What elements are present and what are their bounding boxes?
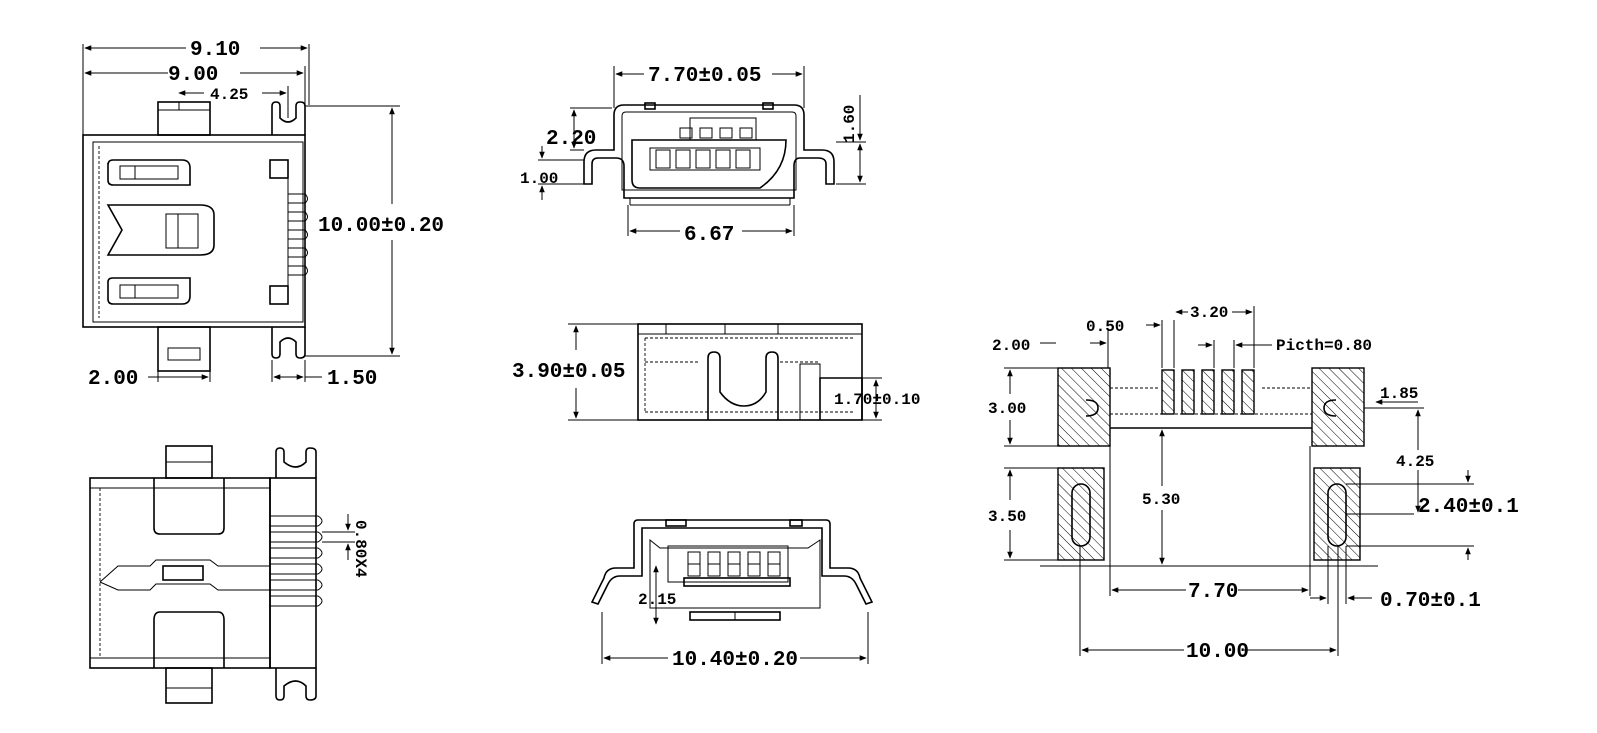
pcb-footprint: 2.00 0.50 3.20 Picth=0.80 3.00 1.85 4.25 <box>988 304 1519 664</box>
fp-dim-row-spacing: 5.30 <box>1142 491 1180 509</box>
dim-overall-outer: 9.10 <box>190 39 240 62</box>
mount-pad-top-right <box>1311 367 1365 447</box>
side-view: 3.90±0.05 1.70±0.10 <box>512 323 920 421</box>
fp-dim-slot-spacing: 7.70 <box>1188 581 1238 604</box>
side-dim-height: 3.90±0.05 <box>512 361 625 384</box>
dim-tab-width: 2.00 <box>88 368 138 391</box>
signal-pins <box>1161 369 1255 415</box>
fp-dim-pad-height: 3.00 <box>988 400 1026 418</box>
bottom-view: 0.80X4 <box>89 445 369 704</box>
rear-view: 2.15 10.40±0.20 <box>590 519 874 672</box>
dim-total-width: 10.40±0.20 <box>672 649 798 672</box>
dim-inner-width: 6.67 <box>684 224 734 247</box>
fp-dim-pin-width: 0.50 <box>1086 318 1124 336</box>
front-view: 7.70±0.05 2.20 1.00 <box>520 65 866 247</box>
mount-pad-top-left <box>1057 367 1111 447</box>
dim-depth: 2.20 <box>546 128 596 151</box>
dim-tab-offset: 4.25 <box>210 86 248 104</box>
fp-dim-outer-spacing: 10.00 <box>1186 641 1249 664</box>
dim-standoff: 2.15 <box>638 591 676 609</box>
fp-dim-slot-length: 2.40±0.1 <box>1418 496 1519 519</box>
dim-pin-spec: 0.80X4 <box>351 520 369 578</box>
fp-dim-pad-width: 2.00 <box>992 337 1030 355</box>
fp-dim-pin-span: 3.20 <box>1190 304 1228 322</box>
fp-dim-right-offset: 1.85 <box>1380 385 1418 403</box>
fp-dim-pitch: Picth=0.80 <box>1276 337 1372 355</box>
fp-dim-center-to-slot: 4.25 <box>1396 453 1434 471</box>
side-dim-lead-height: 1.70±0.10 <box>834 391 920 409</box>
dim-lead: 1.00 <box>520 170 558 188</box>
dim-rear-tab: 1.50 <box>327 368 377 391</box>
dim-right-height: 1.60 <box>841 105 859 143</box>
dim-opening-width: 7.70±0.05 <box>648 65 761 88</box>
fp-dim-slot-width: 0.70±0.1 <box>1380 590 1481 613</box>
dim-overall-inner: 9.00 <box>168 64 218 87</box>
top-view: 9.10 9.00 4.25 <box>82 39 444 391</box>
fp-dim-slot-pad-height: 3.50 <box>988 508 1026 526</box>
dim-height: 10.00±0.20 <box>318 215 444 238</box>
